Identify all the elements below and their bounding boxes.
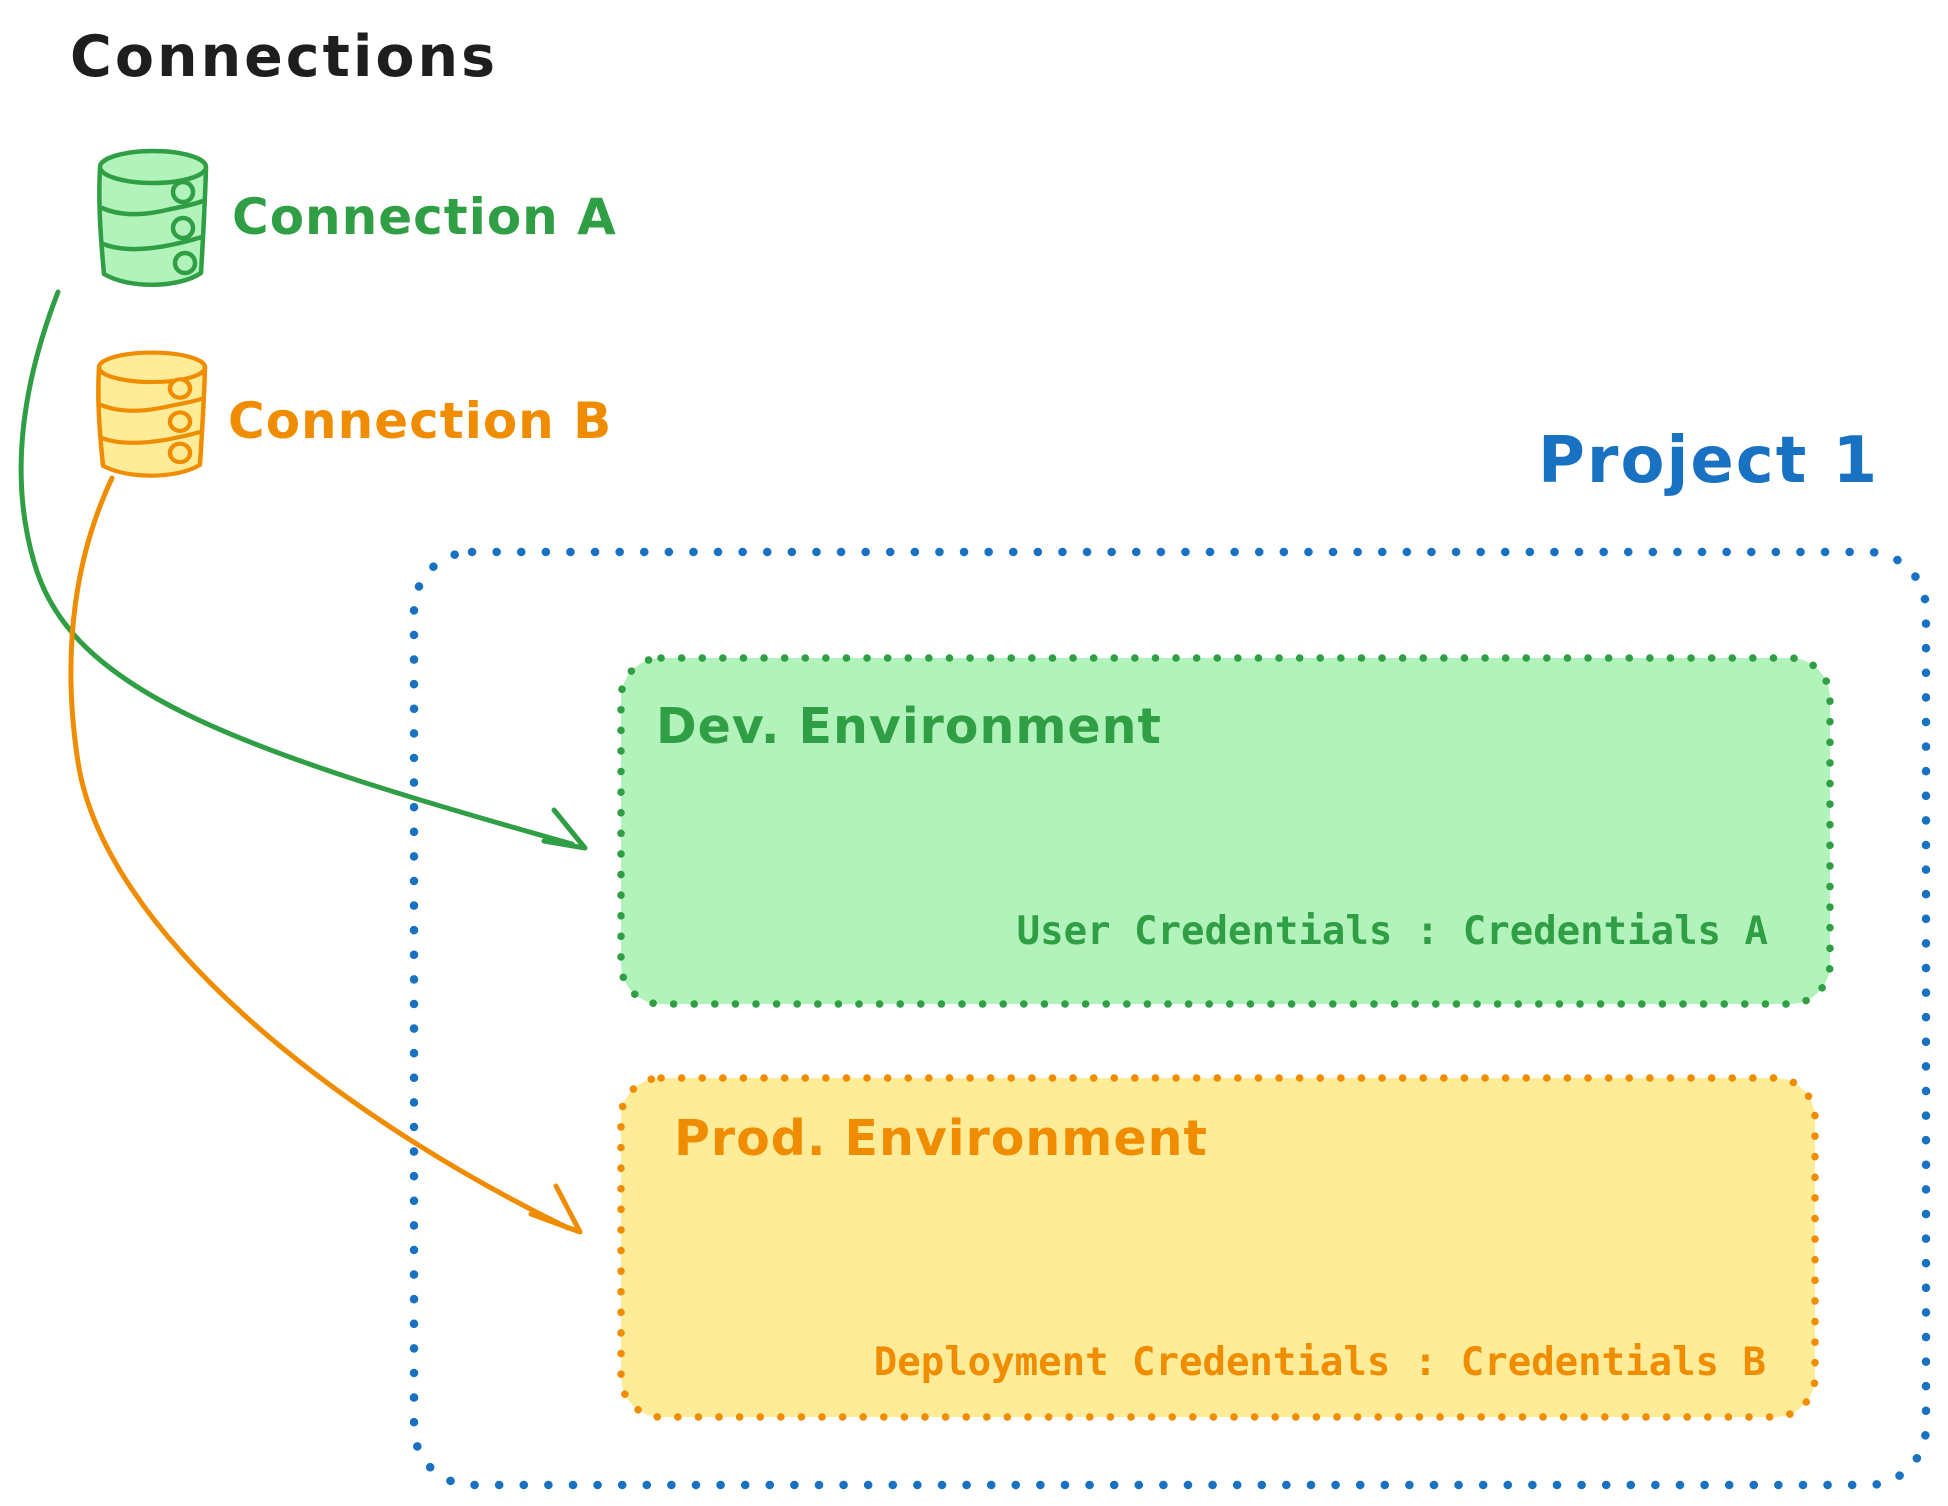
connection-a-label: Connection A — [232, 188, 617, 246]
database-top — [96, 350, 208, 385]
connection-a-database-icon — [97, 148, 209, 287]
dev-environment-title: Dev. Environment — [656, 698, 1162, 755]
connection-b-database-icon — [96, 350, 208, 478]
database-port — [170, 179, 196, 205]
connection-a-arrow — [18, 289, 588, 851]
connection-a-arrowhead — [541, 807, 588, 851]
dev-environment-credentials: User Credentials : Credentials A — [1016, 909, 1768, 954]
connection-b-arrowhead — [528, 1183, 583, 1235]
prod-environment-title: Prod. Environment — [674, 1110, 1208, 1167]
diagram-title: Connections — [70, 24, 499, 90]
database-port — [172, 250, 198, 276]
prod-environment-credentials: Deployment Credentials : Credentials B — [873, 1340, 1766, 1385]
database-port — [170, 215, 196, 241]
dev-environment-box — [617, 654, 1834, 1008]
prod-environment-box — [617, 1074, 1819, 1421]
database-port — [167, 441, 193, 465]
connection-b-arrow — [68, 475, 583, 1235]
database-divider — [99, 198, 206, 217]
database-divider — [98, 396, 205, 413]
connection-b-label: Connection B — [228, 392, 613, 450]
database-top — [97, 148, 209, 186]
connection-b-arrow-shaft — [68, 475, 571, 1231]
database-port — [167, 410, 193, 433]
database-divider — [100, 234, 205, 252]
project-title: Project 1 — [1538, 424, 1880, 498]
database-divider — [99, 429, 204, 445]
database-port — [167, 377, 193, 400]
project-box — [409, 547, 1931, 1490]
connection-a-arrow-shaft — [18, 289, 575, 847]
